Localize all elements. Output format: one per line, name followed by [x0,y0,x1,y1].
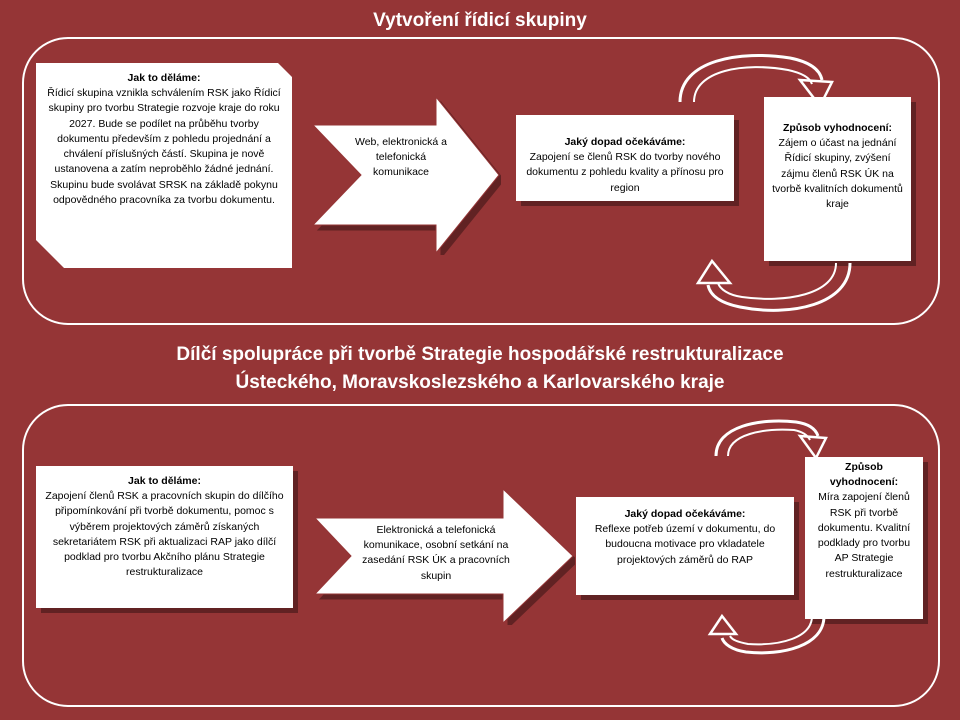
section2-channel-text: Elektronická a telefonická komunikace, o… [362,524,510,582]
section2-impact-card: Jaký dopad očekáváme: Reflexe potřeb úze… [576,497,794,595]
section1-frame [22,37,940,325]
section2-title-line1: Dílčí spolupráce při tvorbě Strategie ho… [176,344,784,365]
circular-arrow-icon [678,54,834,109]
section2-frame [22,404,940,707]
section2-evaluation-heading: Způsob vyhodnocení: [829,461,899,489]
section1-how-card: Jak to děláme: Řídicí skupina vznikla sc… [36,63,292,268]
section1-channel-text: Web, elektronická a telefonická komunika… [354,136,448,179]
section2-evaluation-text: Míra zapojení členů RSK při tvorbě dokum… [817,491,911,580]
section1-how-text: Řídicí skupina vznikla schválením RSK ja… [47,87,281,206]
section1-evaluation-heading: Způsob vyhodnocení: [782,122,893,134]
circular-arrow-icon [695,258,852,312]
section1-title: Vytvoření řídicí skupiny [373,10,587,31]
section1-channel-arrow: Web, elektronická a telefonická komunika… [311,95,501,255]
section1-impact-heading: Jaký dopad očekáváme: [564,136,686,148]
section2-evaluation-card: Způsob vyhodnocení: Míra zapojení členů … [805,457,923,619]
block-arrow-right-icon [313,487,574,625]
section1-impact-text: Zapojení se členů RSK do tvorby nového d… [526,151,724,194]
section2-channel-arrow: Elektronická a telefonická komunikace, o… [313,487,575,625]
section2-how-card: Jak to děláme: Zapojení členů RSK a prac… [36,466,293,608]
section2-how-text: Zapojení členů RSK a pracovních skupin d… [45,490,284,579]
section2-how-heading: Jak to děláme: [128,475,201,487]
section1-impact-card: Jaký dopad očekáváme: Zapojení se členů … [516,115,734,201]
section1-how-heading: Jak to děláme: [127,72,201,84]
section2-title-line2: Ústeckého, Moravskoslezského a Karlovars… [235,372,725,393]
circular-arrow-icon [707,613,826,655]
section1-evaluation-text: Zájem o účast na jednání Řídicí skupiny,… [772,137,903,211]
block-arrow-right-icon [311,95,500,255]
section2-impact-heading: Jaký dopad očekáváme: [624,508,746,520]
section1-evaluation-card: Způsob vyhodnocení: Zájem o účast na jed… [764,97,911,261]
section2-impact-text: Reflexe potřeb území v dokumentu, do bud… [594,523,776,566]
circular-arrow-icon [714,419,828,461]
